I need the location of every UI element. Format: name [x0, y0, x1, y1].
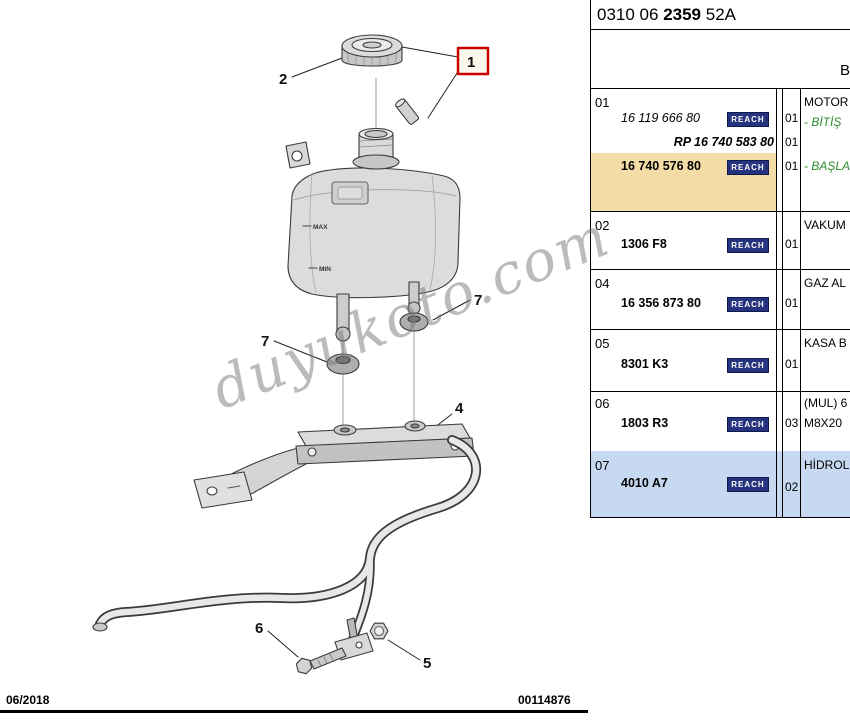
tank-max-label: MAX: [313, 224, 328, 231]
reach-badge[interactable]: REACH: [727, 112, 769, 127]
parts-row-05[interactable]: 05 KASA B 8301 K3 REACH 01: [591, 329, 850, 391]
row-divider: [591, 269, 850, 270]
validity-end-note: - BİTİŞ: [804, 115, 842, 129]
item-number: 06: [595, 396, 610, 411]
part-number: 1306 F8: [621, 237, 667, 251]
callout-1-red-box[interactable]: [456, 46, 490, 76]
filler-cap: [341, 34, 403, 68]
document-code-header: 0310 06 2359 52A: [590, 0, 850, 30]
callout-leader-lines: [267, 46, 471, 661]
part-number: 16 740 576 80: [621, 159, 701, 173]
filler-neck: [352, 127, 400, 170]
callout-1: 1: [467, 54, 475, 71]
reach-badge[interactable]: REACH: [727, 358, 769, 373]
part-description: GAZ AL: [804, 276, 847, 290]
quantity: 01: [785, 296, 799, 310]
table-double-divider: [776, 89, 783, 517]
item-number: 01: [595, 95, 610, 110]
doc-code-main: 2359: [663, 5, 702, 24]
quantity: 01: [785, 357, 799, 371]
callout-7-right: 7: [474, 292, 482, 309]
footer-date: 06/2018: [6, 693, 50, 707]
quantity: 01: [785, 159, 799, 173]
outlet-stubs: [335, 281, 421, 342]
parts-table: 01 16 119 666 80 REACH 01 RP 16 740 583 …: [590, 88, 850, 518]
doc-code-prefix: 0310 06: [597, 5, 664, 24]
callout-4: 4: [455, 400, 464, 417]
reach-badge[interactable]: REACH: [727, 417, 769, 432]
tank-ear: [285, 141, 311, 169]
vent-pipe: [395, 98, 420, 125]
parts-row-01[interactable]: 01 16 119 666 80 REACH 01 RP 16 740 583 …: [591, 89, 850, 211]
row-divider: [591, 211, 850, 212]
part-description: (MUL) 6: [804, 396, 848, 410]
doc-code-suffix: 52A: [701, 5, 736, 24]
callout-6: 6: [255, 620, 263, 637]
parts-row-04[interactable]: 04 GAZ AL 16 356 873 80 REACH 01: [591, 269, 850, 329]
footer-doc-number: 00114876: [518, 693, 571, 707]
reach-badge[interactable]: REACH: [727, 477, 769, 492]
nut: [369, 622, 389, 640]
item-number: 07: [595, 458, 610, 473]
parts-row-06[interactable]: 06 (MUL) 6 1803 R3 REACH 03 M8X20: [591, 391, 850, 451]
callout-5: 5: [423, 655, 431, 672]
part-number: 8301 K3: [621, 357, 669, 371]
row-divider: [591, 391, 850, 392]
quantity: 02: [785, 480, 799, 494]
reach-badge[interactable]: REACH: [727, 160, 769, 175]
bolt: [295, 647, 347, 675]
item-number: 05: [595, 336, 610, 351]
table-desc-divider: [800, 89, 801, 517]
grommet-left: [326, 353, 360, 375]
parts-row-07[interactable]: 07 HİDROL 4010 A7 REACH 02: [591, 451, 850, 517]
reach-badge[interactable]: REACH: [727, 238, 769, 253]
part-spec: M8X20: [804, 416, 843, 430]
validity-start-note: - BAŞLA: [804, 159, 850, 173]
item-number: 04: [595, 276, 610, 291]
part-description: MOTOR: [804, 95, 849, 109]
parts-row-02[interactable]: 02 VAKUM 1306 F8 REACH 01: [591, 211, 850, 269]
reach-badge[interactable]: REACH: [727, 297, 769, 312]
part-number: 4010 A7: [621, 476, 668, 490]
callout-2: 2: [279, 71, 287, 88]
replacement-part-number: RP 16 740 583 80: [673, 135, 774, 149]
item-number: 02: [595, 218, 610, 233]
grommet-right: [399, 312, 429, 332]
row-highlight-blue: [591, 451, 850, 517]
row-divider: [591, 329, 850, 330]
part-description: KASA B: [804, 336, 847, 350]
quantity: 01: [785, 111, 799, 125]
part-number: 16 119 666 80: [621, 111, 701, 125]
quantity: 03: [785, 416, 799, 430]
tank-min-label: MIN: [319, 266, 331, 273]
part-description: VAKUM: [804, 218, 846, 232]
footer-divider: [0, 710, 588, 713]
quantity: 01: [785, 135, 799, 149]
expansion-tank-diagram: 1 2 4 5 6 7 7 MAX MIN: [92, 34, 490, 675]
expansion-tank-body: [287, 167, 461, 299]
panel-left-border: [590, 30, 591, 88]
part-description: HİDROL: [804, 458, 850, 472]
exploded-diagram: 1 2 4 5 6 7 7 MAX MIN: [92, 34, 490, 675]
mounting-bracket: [193, 420, 475, 509]
part-number: 16 356 873 80: [621, 296, 701, 310]
part-number: 1803 R3: [621, 416, 669, 430]
quantity: 01: [785, 237, 799, 251]
clipped-header-text: B: [840, 62, 850, 79]
callout-7-left: 7: [261, 333, 269, 350]
